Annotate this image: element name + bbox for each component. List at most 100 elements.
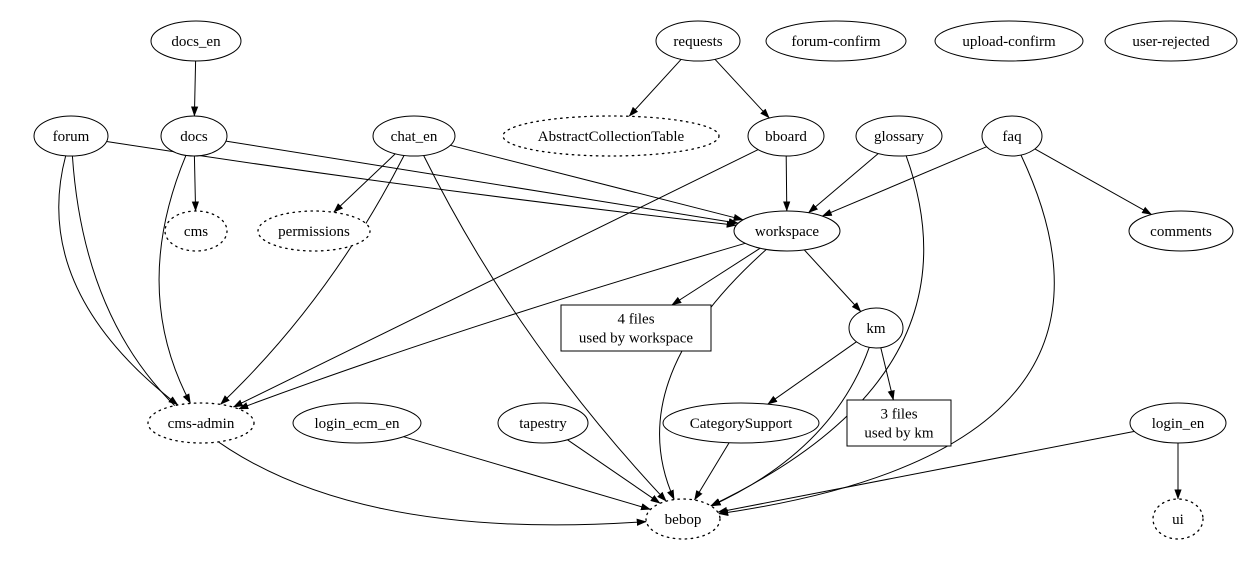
cms-admin-ellipse-shape <box>147 402 255 444</box>
categorysupport-label: CategorySupport <box>690 416 793 432</box>
node-upload-confirm: upload-confirm <box>934 20 1084 62</box>
glossary-label: glossary <box>874 129 924 145</box>
node-files-km: 3 files used by km <box>846 399 952 447</box>
node-bebop: bebop <box>645 498 721 540</box>
workspace-ellipse-shape <box>733 210 841 252</box>
cms-label: cms <box>184 224 208 240</box>
login-ecm-en-ellipse-shape <box>292 402 422 444</box>
km-ellipse-shape <box>848 307 904 349</box>
faq-label: faq <box>1002 129 1022 145</box>
node-docs-en: docs_en <box>150 20 242 62</box>
edge-faq-to-bebop <box>718 154 1055 517</box>
chat-en-label: chat_en <box>391 129 438 145</box>
login-en-ellipse-shape <box>1129 402 1227 444</box>
cms-admin-label: cms-admin <box>168 416 235 432</box>
docs-en-label: docs_en <box>171 34 221 50</box>
files-km-label: 3 files <box>880 407 917 423</box>
edge-workspace-to-km <box>803 249 862 312</box>
comments-label: comments <box>1150 224 1212 240</box>
edge-requests-to-abstractcollectiontable <box>628 58 682 117</box>
node-categorysupport: CategorySupport <box>662 402 820 444</box>
files-workspace-box-shape <box>560 304 712 352</box>
km-label: km <box>866 321 886 337</box>
edge-docs-to-workspace <box>225 140 739 226</box>
upload-confirm-ellipse-shape <box>934 20 1084 62</box>
edge-login-ecm-en-to-bebop <box>403 436 651 511</box>
node-user-rejected: user-rejected <box>1104 20 1238 62</box>
comments-ellipse-shape <box>1128 210 1234 252</box>
node-forum: forum <box>33 115 109 157</box>
node-cms-admin: cms-admin <box>147 402 255 444</box>
forum-label: forum <box>53 129 90 145</box>
edge-docs-to-cms <box>191 155 199 212</box>
upload-confirm-label: upload-confirm <box>962 34 1056 50</box>
docs-label: docs <box>180 129 208 145</box>
ui-ellipse-shape <box>1152 498 1204 540</box>
node-bboard: bboard <box>747 115 825 157</box>
node-permissions: permissions <box>257 210 371 252</box>
edge-faq-to-workspace <box>821 146 987 217</box>
ui-label: ui <box>1172 512 1184 528</box>
requests-label: requests <box>673 34 722 50</box>
edge-categorysupport-to-bebop <box>694 442 730 501</box>
node-cms: cms <box>164 210 228 252</box>
categorysupport-ellipse-shape <box>662 402 820 444</box>
edge-faq-to-comments <box>1034 148 1153 215</box>
node-workspace: workspace <box>733 210 841 252</box>
edge-glossary-to-bebop <box>710 155 925 507</box>
edge-bboard-to-cms-admin <box>232 149 759 408</box>
node-login-ecm-en: login_ecm_en <box>292 402 422 444</box>
node-files-workspace: 4 files used by workspace <box>560 304 712 352</box>
nodes-layer: docs_en requests forum-confirm upload-confi… <box>33 20 1238 540</box>
forum-ellipse-shape <box>33 115 109 157</box>
node-ui: ui <box>1152 498 1204 540</box>
login-en-label: login_en <box>1152 416 1205 432</box>
login-ecm-en-label: login_ecm_en <box>315 416 400 432</box>
edge-login-en-to-bebop <box>717 430 1135 514</box>
bboard-label: bboard <box>765 129 807 145</box>
edge-km-to-categorysupport <box>767 341 857 405</box>
node-forum-confirm: forum-confirm <box>765 20 907 62</box>
edge-km-to-bebop <box>710 347 870 507</box>
node-login-en: login_en <box>1129 402 1227 444</box>
edges-layer <box>58 58 1182 526</box>
files-km-box-shape <box>846 399 952 447</box>
files-km-label: used by km <box>864 426 933 442</box>
requests-ellipse-shape <box>655 20 741 62</box>
bboard-ellipse-shape <box>747 115 825 157</box>
permissions-ellipse-shape <box>257 210 371 252</box>
node-docs: docs <box>160 115 228 157</box>
bebop-label: bebop <box>665 512 702 528</box>
files-workspace-label: used by workspace <box>579 331 693 347</box>
permissions-label: permissions <box>278 224 350 240</box>
edge-chat-en-to-cms-admin <box>220 155 405 405</box>
edge-forum-to-bebop <box>71 155 647 526</box>
edge-chat-en-to-permissions <box>333 153 396 213</box>
docs-ellipse-shape <box>160 115 228 157</box>
edge-km-to-files-km <box>880 347 895 401</box>
cms-ellipse-shape <box>164 210 228 252</box>
tapestry-ellipse-shape <box>497 402 589 444</box>
node-km: km <box>848 307 904 349</box>
chat-en-ellipse-shape <box>372 115 456 157</box>
tapestry-label: tapestry <box>519 416 567 432</box>
node-chat-en: chat_en <box>372 115 456 157</box>
edge-bboard-to-workspace <box>783 155 791 212</box>
node-comments: comments <box>1128 210 1234 252</box>
user-rejected-label: user-rejected <box>1132 34 1210 50</box>
node-faq: faq <box>981 115 1043 157</box>
user-rejected-ellipse-shape <box>1104 20 1238 62</box>
node-tapestry: tapestry <box>497 402 589 444</box>
forum-confirm-label: forum-confirm <box>791 34 880 50</box>
edge-glossary-to-workspace <box>808 153 879 214</box>
edge-workspace-to-files-workspace <box>671 247 761 306</box>
abstractcollectiontable-label: AbstractCollectionTable <box>538 129 685 145</box>
edge-docs-en-to-docs <box>191 60 199 117</box>
edge-chat-en-to-bebop <box>423 155 667 502</box>
files-workspace-label: 4 files <box>617 312 654 328</box>
edge-workspace-to-cms-admin <box>238 242 746 410</box>
node-requests: requests <box>655 20 741 62</box>
edge-workspace-to-bebop <box>659 249 767 501</box>
